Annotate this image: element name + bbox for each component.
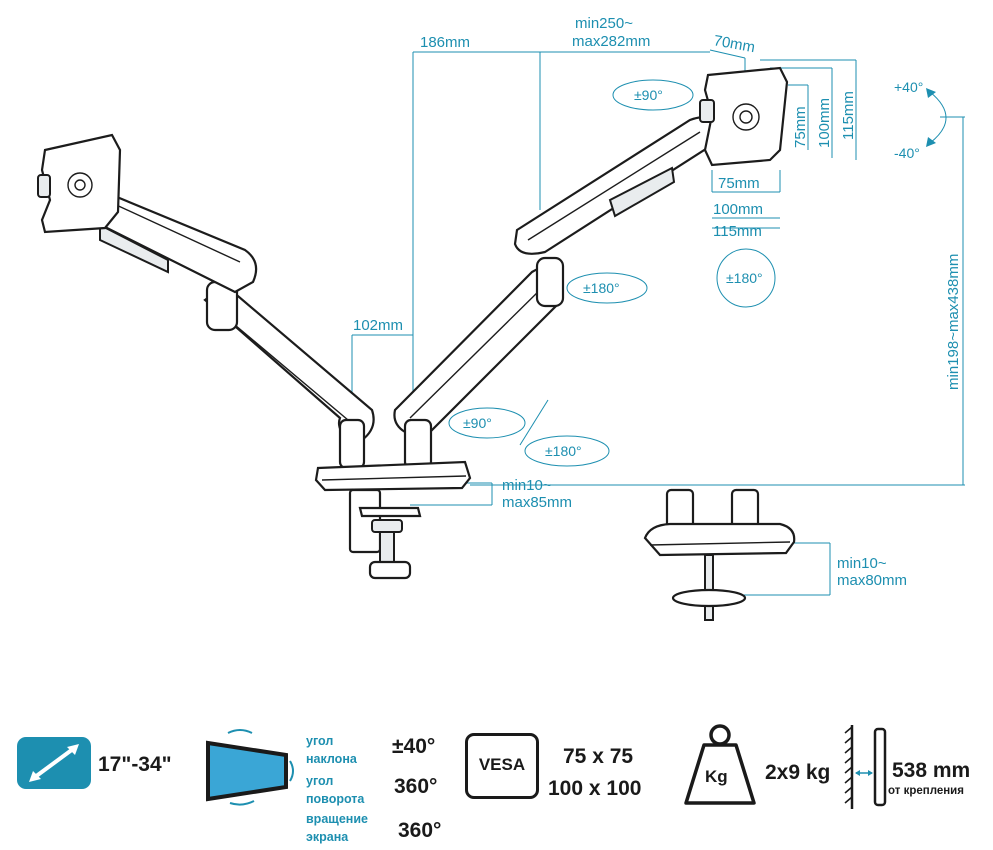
dim-v100: 100mm bbox=[816, 98, 833, 148]
screen-size-icon bbox=[17, 737, 91, 789]
weight-icon bbox=[684, 724, 756, 805]
vesa-value-2: 100 x 100 bbox=[548, 777, 642, 800]
dim-top-min: min250~ bbox=[575, 15, 633, 32]
tilt-label-2: наклона bbox=[306, 752, 357, 766]
swivel-label-2: поворота bbox=[306, 792, 365, 806]
swivel-label-1: угол bbox=[306, 774, 334, 788]
dimension-lines bbox=[351, 49, 965, 596]
dim-grommet-max: max80mm bbox=[837, 572, 907, 589]
dim-height: min198~max438mm bbox=[945, 254, 962, 390]
dim-h115: 115mm bbox=[713, 223, 762, 240]
tilt-down-label: -40° bbox=[894, 145, 920, 161]
swivel-value: 360° bbox=[394, 775, 438, 798]
weight-badge-text: Kg bbox=[705, 767, 728, 786]
rotate-head-label: ±180° bbox=[726, 270, 763, 286]
weight-value: 2x9 kg bbox=[765, 761, 831, 784]
dim-clamp-min: min10~ bbox=[502, 477, 552, 494]
rotation-indicators bbox=[448, 79, 947, 467]
dim-clamp-max: max85mm bbox=[502, 494, 572, 511]
rotation-label-1: вращение bbox=[306, 812, 368, 826]
screen-size-value: 17"-34" bbox=[98, 753, 172, 776]
rotation-value: 360° bbox=[398, 819, 442, 842]
dim-v115: 115mm bbox=[840, 91, 857, 140]
dim-186: 186mm bbox=[420, 34, 470, 51]
dim-v75: 75mm bbox=[792, 106, 809, 148]
dim-102: 102mm bbox=[353, 317, 403, 334]
arm-joint-label: ±180° bbox=[583, 280, 620, 296]
dim-h75: 75mm bbox=[718, 175, 760, 192]
reach-label: от крепления bbox=[888, 785, 964, 797]
swivel-head-label: ±90° bbox=[634, 87, 663, 103]
reach-icon bbox=[844, 725, 887, 809]
rotation-label-2: экрана bbox=[306, 830, 349, 844]
tilt-value: ±40° bbox=[392, 735, 436, 758]
dim-top-max: max282mm bbox=[572, 33, 650, 50]
right-arm bbox=[393, 66, 789, 470]
vesa-icon: VESA bbox=[465, 733, 539, 799]
spec-strip: 17"-34" угол наклона угол поворота враще… bbox=[0, 715, 993, 850]
grommet-mount bbox=[643, 488, 796, 621]
dim-grommet-min: min10~ bbox=[837, 555, 887, 572]
desk-clamp bbox=[314, 460, 472, 580]
dim-h100: 100mm bbox=[713, 201, 763, 218]
tilt-up-label: +40° bbox=[894, 79, 923, 95]
base-90-label: ±90° bbox=[463, 415, 492, 431]
screen-tilt-icon bbox=[206, 729, 294, 806]
base-180-label: ±180° bbox=[545, 443, 582, 459]
product-diagram: 186mm min250~ max282mm 70mm 75mm 100mm 1… bbox=[37, 15, 965, 621]
vesa-value-1: 75 x 75 bbox=[563, 745, 634, 768]
left-arm bbox=[37, 133, 375, 470]
reach-value: 538 mm bbox=[892, 759, 971, 782]
tilt-label-1: угол bbox=[306, 734, 334, 748]
dim-70: 70mm bbox=[712, 32, 756, 56]
vesa-badge-text: VESA bbox=[478, 755, 526, 774]
